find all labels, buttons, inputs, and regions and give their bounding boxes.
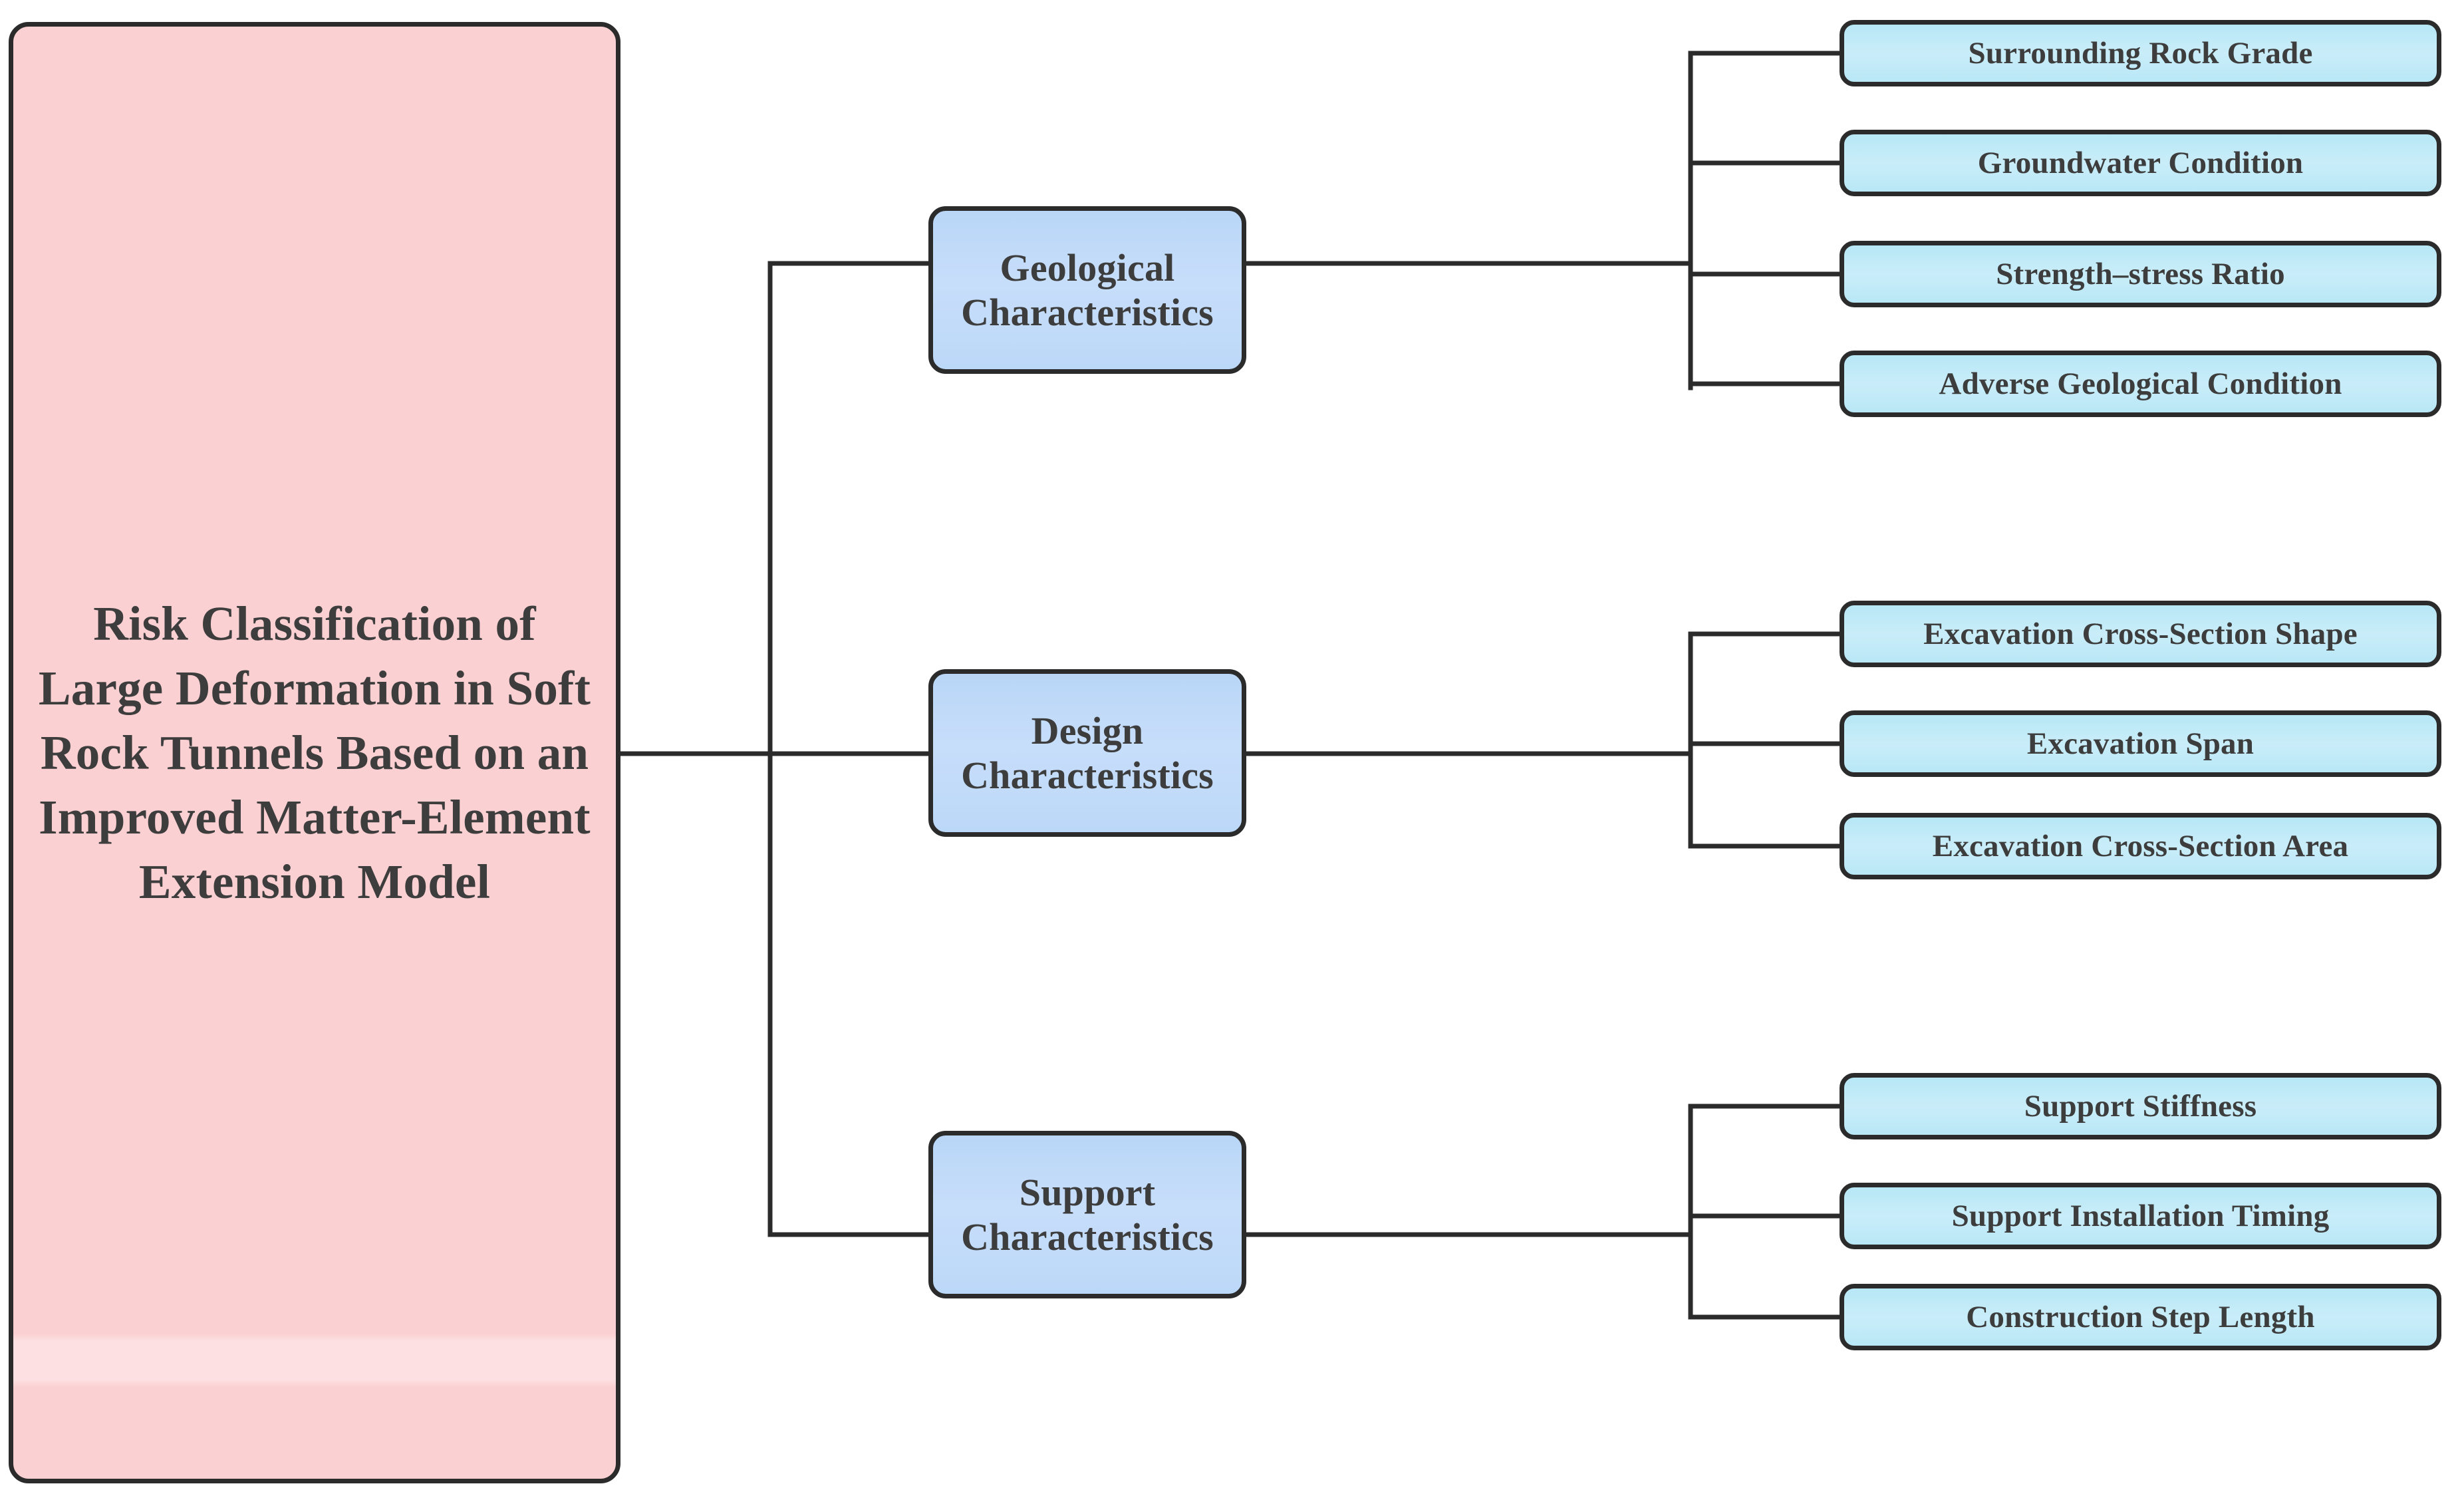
leaf-node-groundwater-condition: Groundwater Condition [1840, 130, 2441, 196]
root-node-title: Risk Classification of Large Deformation… [9, 22, 620, 1483]
leaf-node-construction-step-length: Construction Step Length [1840, 1284, 2441, 1350]
leaf-node-support-installation-timing: Support Installation Timing [1840, 1183, 2441, 1249]
leaf-node-excavation-span: Excavation Span [1840, 710, 2441, 777]
leaf-node-adverse-geological-condition: Adverse Geological Condition [1840, 351, 2441, 417]
leaf-node-excavation-cross-section-area: Excavation Cross-Section Area [1840, 813, 2441, 879]
leaf-node-support-stiffness: Support Stiffness [1840, 1073, 2441, 1139]
category-node-design: Design Characteristics [928, 669, 1246, 837]
leaf-node-surrounding-rock-grade: Surrounding Rock Grade [1840, 20, 2441, 86]
leaf-node-excavation-cross-section-shape: Excavation Cross-Section Shape [1840, 601, 2441, 667]
category-node-support: Support Characteristics [928, 1131, 1246, 1298]
leaf-node-strength-stress-ratio: Strength–stress Ratio [1840, 241, 2441, 307]
category-node-geological: Geological Characteristics [928, 206, 1246, 374]
